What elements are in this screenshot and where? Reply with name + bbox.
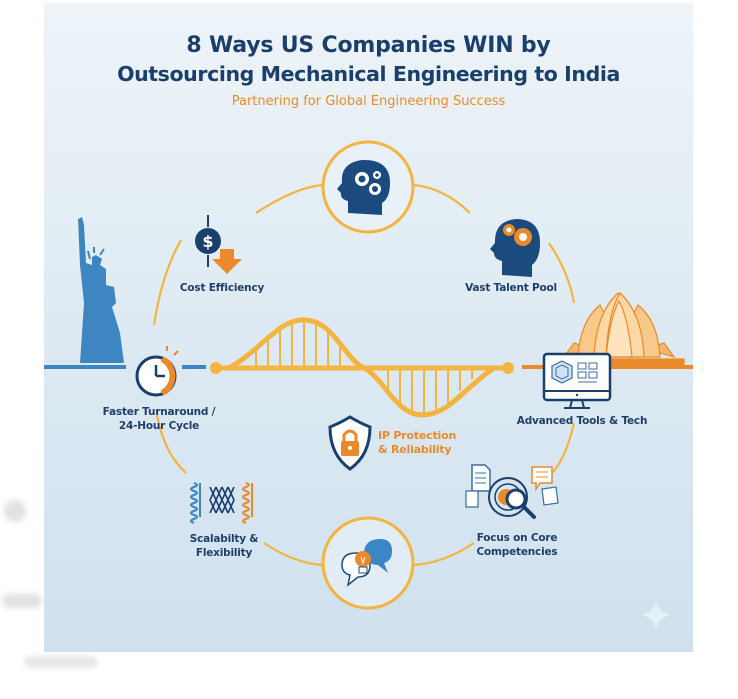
background-ghost-text: [24, 656, 98, 668]
head-orange-gears-icon: [490, 219, 540, 277]
label-line: 24-Hour Cycle: [118, 420, 200, 432]
diagram-graphics: $: [44, 140, 693, 610]
subtitle: Partnering for Global Engineering Succes…: [231, 94, 506, 109]
label-focus-core: Focus on Core Competencies: [462, 531, 572, 559]
statue-of-liberty-icon: [78, 217, 124, 363]
label-line: Competencies: [476, 546, 558, 558]
ring-arcs: [152, 183, 576, 567]
svg-text:$: $: [202, 232, 213, 251]
sparkle-icon: [641, 600, 671, 630]
label-faster-turnaround: Faster Turnaround / 24-Hour Cycle: [94, 405, 224, 433]
computer-monitor-icon: [542, 352, 612, 409]
background-ghost-icon: [4, 500, 26, 522]
label-line: Focus on Core: [476, 532, 558, 544]
shield-lock-icon: [328, 415, 372, 471]
label-line: Faster Turnaround /: [102, 406, 216, 418]
clock-icon: [135, 346, 179, 397]
label-advanced-tools: Advanced Tools & Tech: [516, 415, 648, 427]
magnifier-target-icon: [465, 464, 559, 519]
label-vast-talent-pool: Vast Talent Pool: [465, 282, 557, 294]
title-line-2: Outsourcing Mechanical Engineering to In…: [117, 62, 620, 86]
label-scalability: Scalabilty & Flexibility: [174, 532, 274, 560]
label-ip-protection: IP Protection & Reliability: [378, 429, 478, 457]
chat-lightbulb-icon: [321, 516, 415, 610]
label-line: IP Protection: [378, 429, 457, 442]
head-gears-icon: [321, 140, 415, 234]
dollar-down-arrow-icon: $: [195, 215, 242, 274]
lotus-temple-icon: [553, 292, 685, 366]
title-line-1: 8 Ways US Companies WIN by: [186, 33, 551, 58]
label-line: Flexibility: [195, 547, 253, 559]
label-cost-efficiency: Cost Efficiency: [179, 282, 265, 294]
label-line: Scalabilty &: [189, 533, 259, 545]
infographic-card: 8 Ways US Companies WIN by Outsourcing M…: [44, 3, 693, 652]
suspension-bridge-icon: [210, 317, 514, 418]
springs-icon: [190, 482, 253, 524]
label-line: & Reliability: [378, 443, 452, 456]
background-ghost-text: [2, 594, 42, 608]
